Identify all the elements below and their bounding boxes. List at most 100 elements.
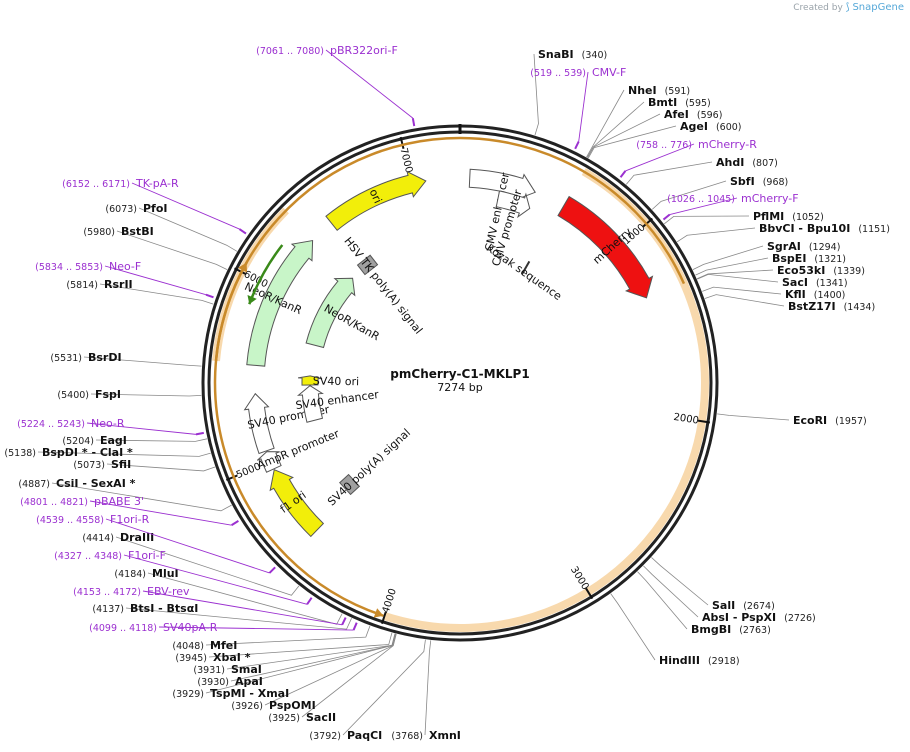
primer-mark — [195, 431, 204, 436]
enzyme-position: (1400) — [814, 290, 846, 301]
enzyme-position: (3925) — [268, 713, 300, 724]
enzyme-site: PfoI (6073) — [105, 202, 238, 252]
primer-site: SV40pA-R(4099 .. 4118) — [89, 621, 358, 634]
primer-site: F1ori-F(4327 .. 4348) — [54, 549, 313, 605]
feature-label: ori — [367, 187, 385, 205]
enzyme-leader-line — [264, 633, 397, 706]
enzyme-leader-line — [692, 245, 764, 270]
feature-label: SV40 ori — [313, 375, 360, 389]
primer-name: mCherry-F — [741, 192, 799, 205]
primer-layer: pBR322ori-F(7061 .. 7080)CMV-F(519 .. 53… — [17, 44, 798, 634]
enzyme-position: (1321) — [814, 254, 846, 265]
enzyme-position: (1434) — [844, 302, 876, 313]
enzyme-site: RsrII(5814) — [66, 278, 214, 305]
enzyme-leader-line — [651, 557, 709, 606]
primer-name: TK-pA-R — [135, 177, 179, 190]
enzyme-site: MfeI(4048) — [172, 625, 371, 652]
primer-leader-line — [89, 500, 232, 526]
snapgene-logo-icon: ⟆ — [845, 2, 850, 13]
enzyme-name: BspDI * - ClaI * — [42, 446, 133, 459]
enzyme-name: SgrAI — [767, 240, 801, 253]
enzyme-name: AfeI — [664, 108, 689, 121]
enzyme-name: PfoI — [143, 202, 168, 215]
primer-leader-line — [131, 182, 240, 230]
feature-arrow — [269, 468, 325, 538]
enzyme-leader-line — [625, 161, 713, 185]
backbone-layer — [201, 124, 719, 642]
primer-position: (758 .. 776) — [636, 140, 692, 151]
enzyme-name: HindIII — [659, 654, 700, 667]
enzyme-site: AgeI(600) — [587, 120, 742, 159]
enzyme-position: (5980) — [83, 227, 115, 238]
enzyme-position: (2763) — [739, 625, 771, 636]
primer-leader-line — [123, 554, 308, 605]
enzyme-position: (5814) — [66, 280, 98, 291]
primer-name: pBABE 3' — [94, 495, 144, 508]
tick-mark-6000 — [234, 267, 246, 275]
enzyme-name: DraIII — [120, 531, 154, 544]
enzyme-leader-line — [208, 632, 393, 658]
enzyme-leader-line — [717, 413, 790, 421]
enzyme-name: PaqCI — [347, 729, 382, 742]
enzyme-name: BmtI — [648, 96, 677, 109]
enzyme-site: EagI(5204) — [62, 434, 208, 447]
orf-arrow-head — [247, 295, 257, 305]
enzyme-leader-line — [696, 269, 774, 280]
orf-arrow-head — [238, 262, 248, 273]
enzyme-site: BsrDI(5531) — [50, 351, 202, 367]
primer-mark — [268, 566, 276, 574]
enzyme-position: (595) — [685, 98, 711, 109]
enzyme-position: (1294) — [809, 242, 841, 253]
enzyme-name: XmnI — [429, 729, 461, 742]
orf-arrow-1 — [214, 262, 248, 362]
enzyme-site: SacI(1341) — [697, 273, 848, 289]
enzyme-position: (3930) — [197, 677, 229, 688]
enzyme-position: (600) — [716, 122, 742, 133]
enzyme-name: SalI — [712, 599, 735, 612]
primer-mark — [205, 293, 214, 299]
enzyme-name: CsiI - SexAI * — [56, 477, 136, 490]
orf-arrow-0 — [213, 136, 686, 618]
enzyme-leader-line — [342, 639, 426, 736]
primer-leader-line — [669, 197, 738, 215]
enzyme-site: BtsI - BtsαI(4137) — [92, 602, 352, 630]
enzyme-position: (3792) — [309, 731, 341, 742]
primer-mark — [341, 617, 347, 626]
enzyme-name: FspI — [95, 388, 121, 401]
primer-site: Neo-R(5224 .. 5243) — [17, 417, 204, 436]
primer-name: F1ori-R — [110, 513, 150, 526]
feature-sv40-ori: SV40 ori — [298, 375, 360, 389]
feature-sv40-enhancer: SV40 enhancer — [295, 385, 380, 423]
primer-site: EBV-rev(4153 .. 4172) — [73, 585, 347, 626]
enzyme-leader-line — [424, 640, 432, 736]
enzyme-layer: SnaBI(340)NheI(591)BmtI(595)AfeI(596)Age… — [4, 48, 890, 742]
enzyme-site: PflMI(1052) — [664, 210, 824, 225]
enzyme-leader-line — [664, 215, 750, 225]
enzyme-site: BmgBI(2763) — [637, 571, 771, 636]
enzyme-leader-line — [610, 593, 656, 661]
enzyme-position: (6073) — [105, 204, 137, 215]
enzyme-site: SgrAI (1294) — [692, 240, 841, 270]
enzyme-position: (1957) — [835, 416, 867, 427]
enzyme-site: PaqCI (3792) — [309, 639, 426, 742]
enzyme-position: (2674) — [743, 601, 775, 612]
enzyme-position: (5138) — [4, 448, 36, 459]
enzyme-position: (3931) — [193, 665, 225, 676]
enzyme-leader-line — [90, 393, 202, 397]
enzyme-position: (4184) — [114, 569, 146, 580]
enzyme-position: (3929) — [172, 689, 204, 700]
enzyme-site: BstBI(5980) — [83, 225, 228, 270]
primer-position: (4539 .. 4558) — [36, 515, 104, 526]
tick-mark-2000 — [697, 419, 711, 424]
polya-signal-box — [339, 473, 361, 496]
enzyme-leader-line — [676, 227, 756, 243]
enzyme-leader-line — [116, 230, 228, 270]
enzyme-name: NheI — [628, 84, 657, 97]
feature-arrow — [296, 385, 324, 423]
enzyme-name: AbsI - PspXI — [702, 611, 776, 624]
enzyme-name: AhdI — [716, 156, 744, 169]
enzyme-name: SacI — [782, 276, 808, 289]
enzyme-position: (1052) — [792, 212, 824, 223]
primer-name: CMV-F — [592, 66, 626, 79]
